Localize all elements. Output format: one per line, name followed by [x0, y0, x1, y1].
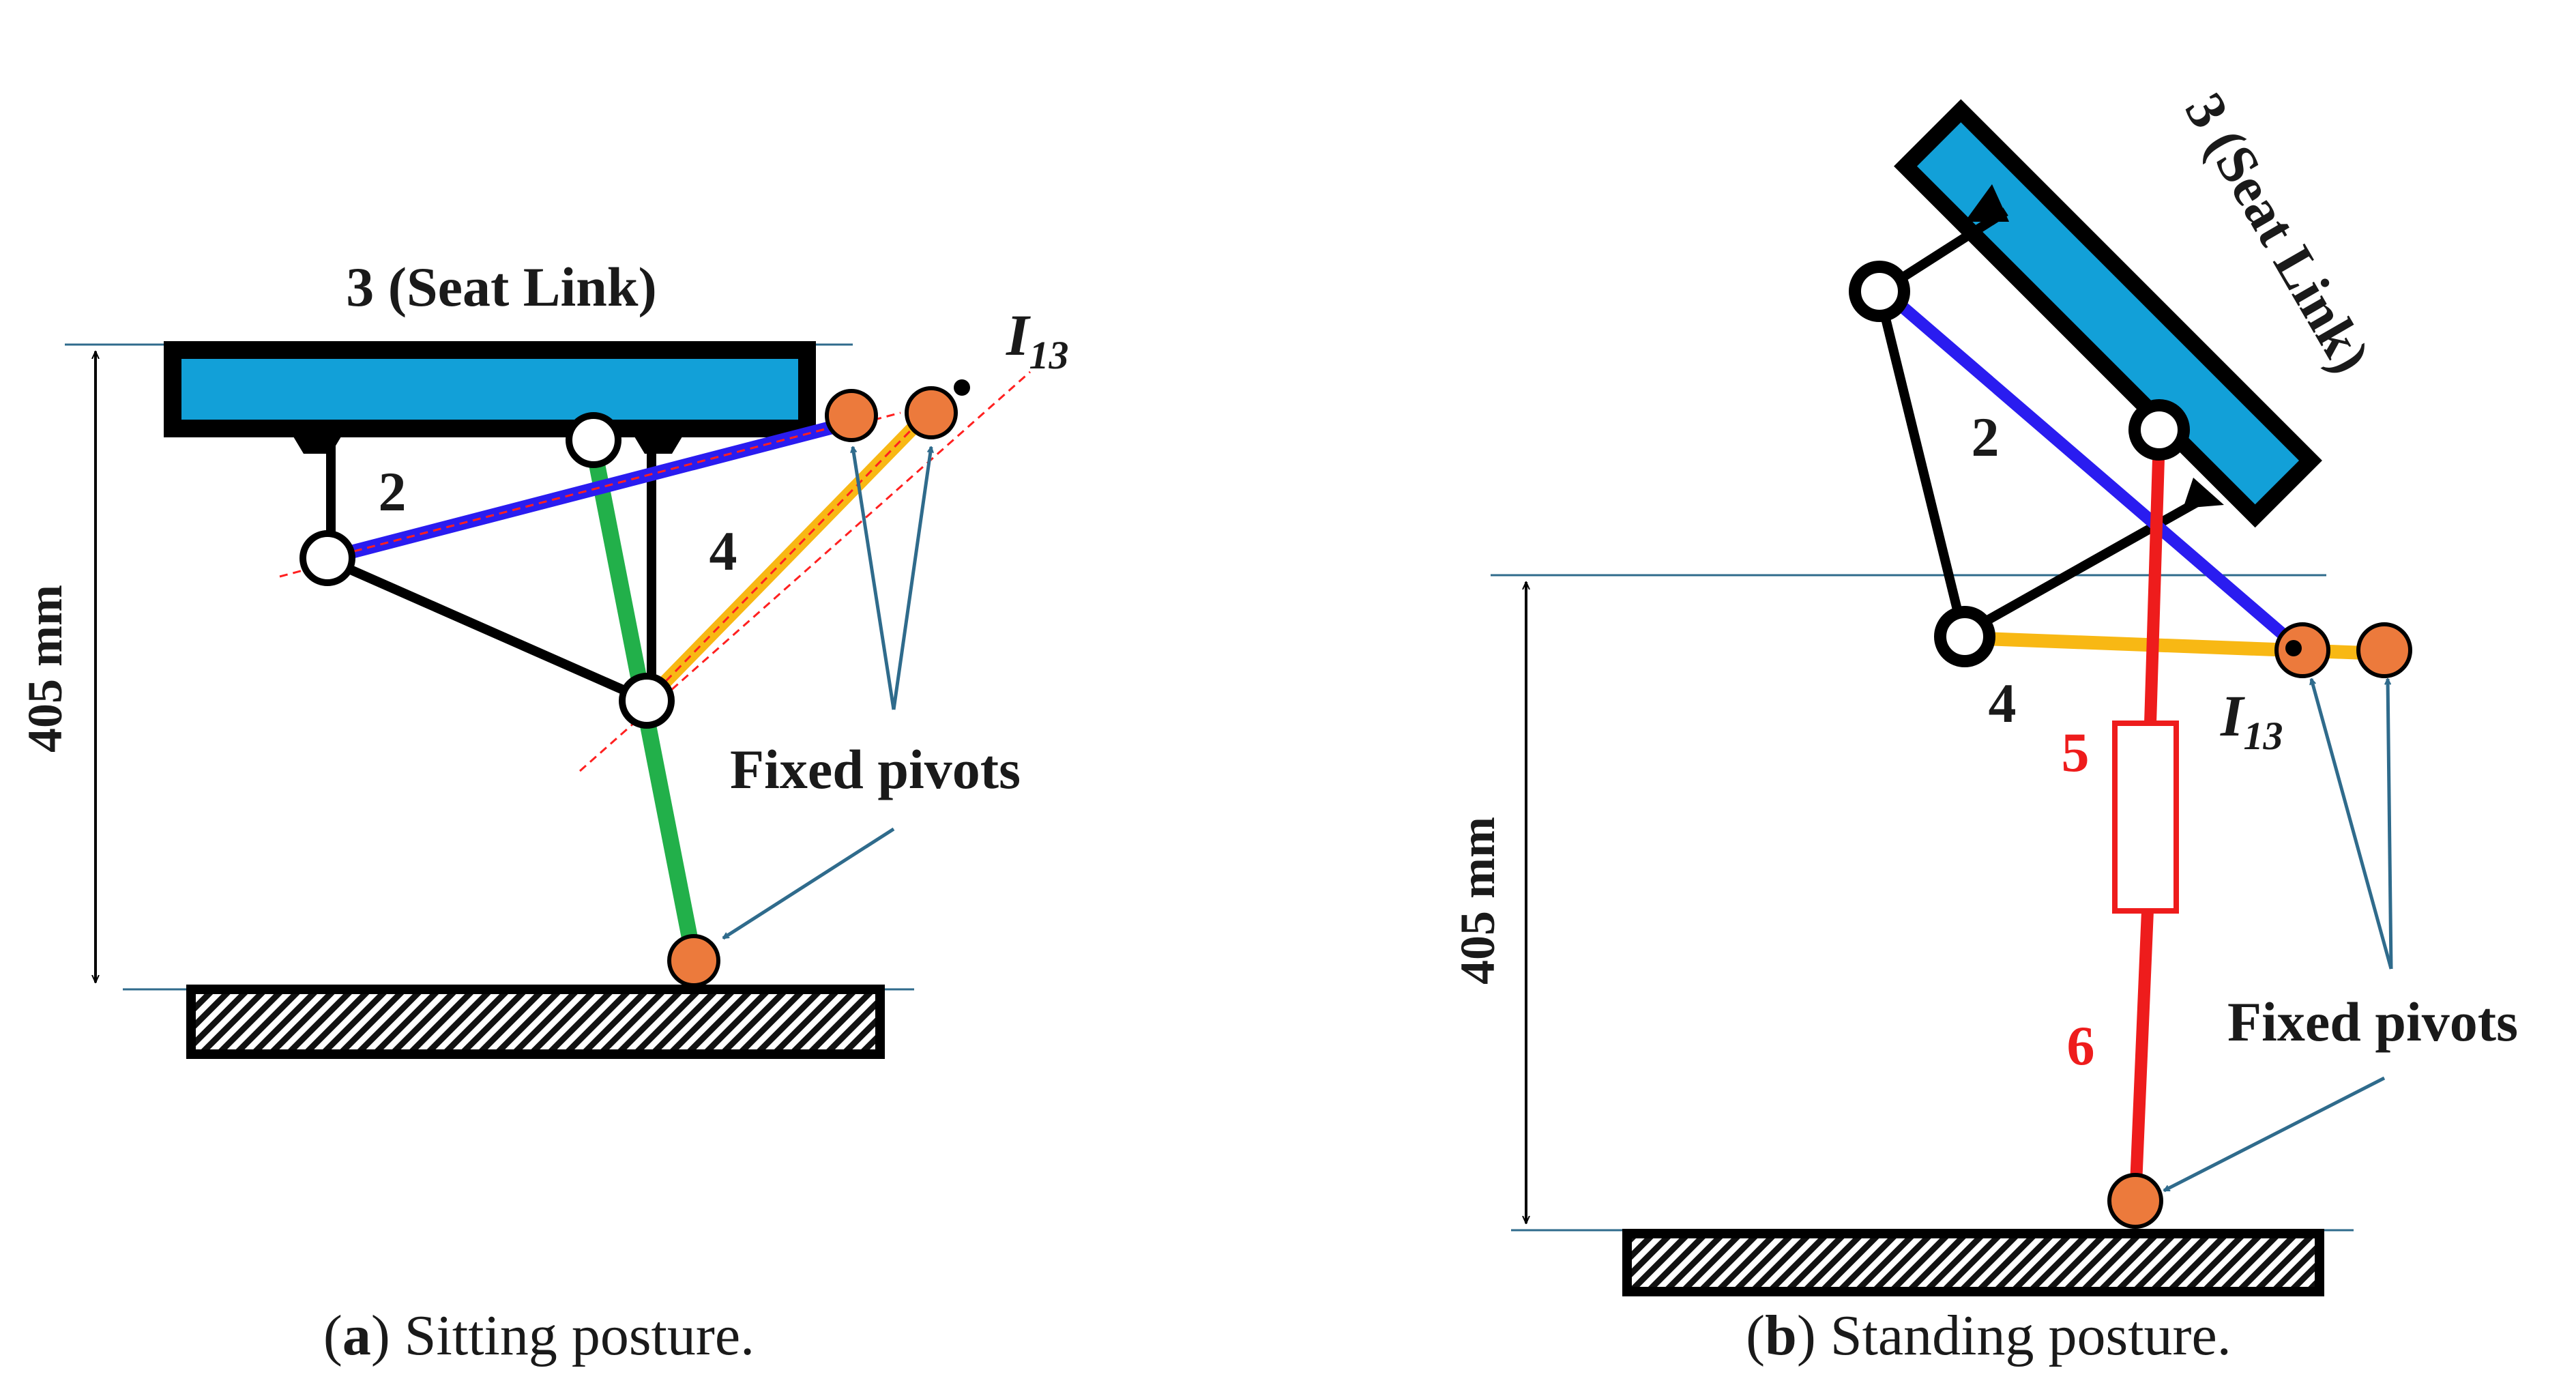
link-2-blue	[1879, 285, 2303, 653]
link-5-red-upper	[2144, 436, 2165, 724]
fixed-pivots-label: Fixed pivots	[730, 738, 1021, 800]
frame-link	[1875, 292, 1968, 636]
link-5-cylinder	[2112, 721, 2179, 914]
seat-link	[164, 341, 816, 437]
dimension-label: 405 mm	[18, 585, 72, 753]
ground	[1622, 1229, 2324, 1296]
callout-arrow	[2164, 1076, 2386, 1193]
link-6-red-lower	[2129, 910, 2154, 1202]
fixed-pivot	[2274, 622, 2330, 678]
callout-arrow	[892, 447, 931, 710]
dimension-label: 405 mm	[1450, 817, 1505, 985]
moving-pivot	[299, 530, 355, 586]
instant-centre-point	[954, 379, 970, 396]
seat-link-label: 3 (Seat Link)	[2174, 83, 2383, 383]
moving-pivot	[566, 412, 621, 468]
callout-arrow	[2388, 679, 2393, 970]
link-4-label: 4	[709, 520, 737, 582]
moving-pivot	[619, 673, 675, 729]
fixed-pivot	[2356, 622, 2412, 678]
panel-a-sitting: 405 mm 3 (Seat Link) 2 4	[18, 256, 1068, 1367]
moving-pivot	[1934, 606, 1995, 667]
link-4-label: 4	[1989, 672, 2017, 734]
callout-arrow	[2311, 679, 2393, 970]
seat-link-label: 3 (Seat Link)	[346, 256, 657, 318]
frame-link-diagonal	[325, 555, 647, 704]
link-5-label: 5	[2062, 721, 2090, 783]
callout-arrow	[723, 827, 895, 940]
instant-centre-point	[2285, 640, 2302, 656]
link-2-label: 2	[379, 461, 407, 523]
moving-pivot	[1849, 261, 1910, 322]
fixed-pivots-label: Fixed pivots	[2227, 991, 2518, 1053]
callout-arrow	[853, 447, 896, 710]
moving-pivot	[2128, 399, 2190, 461]
link-2-centerline	[327, 421, 852, 559]
link-2-label: 2	[1972, 406, 2000, 468]
panel-b-standing: 405 mm 3 (Seat Link) 2 4 5 6	[1450, 83, 2518, 1367]
caption-b: (b) Standing posture.	[1746, 1304, 2231, 1367]
seat-link	[1894, 99, 2322, 528]
instant-centre-label: I13	[2220, 683, 2283, 758]
frame-link	[1965, 490, 2213, 636]
fixed-pivot	[667, 934, 720, 987]
fixed-pivot	[905, 386, 958, 439]
instant-centre-label: I13	[1006, 302, 1068, 377]
caption-a: (a) Sitting posture.	[323, 1304, 755, 1367]
link-4-orange	[641, 405, 937, 706]
seat-bracket-right	[634, 437, 682, 454]
link-6-label: 6	[2067, 1015, 2095, 1077]
ground	[186, 985, 885, 1059]
fixed-pivot	[825, 389, 878, 442]
fixed-pivot	[2107, 1173, 2163, 1229]
